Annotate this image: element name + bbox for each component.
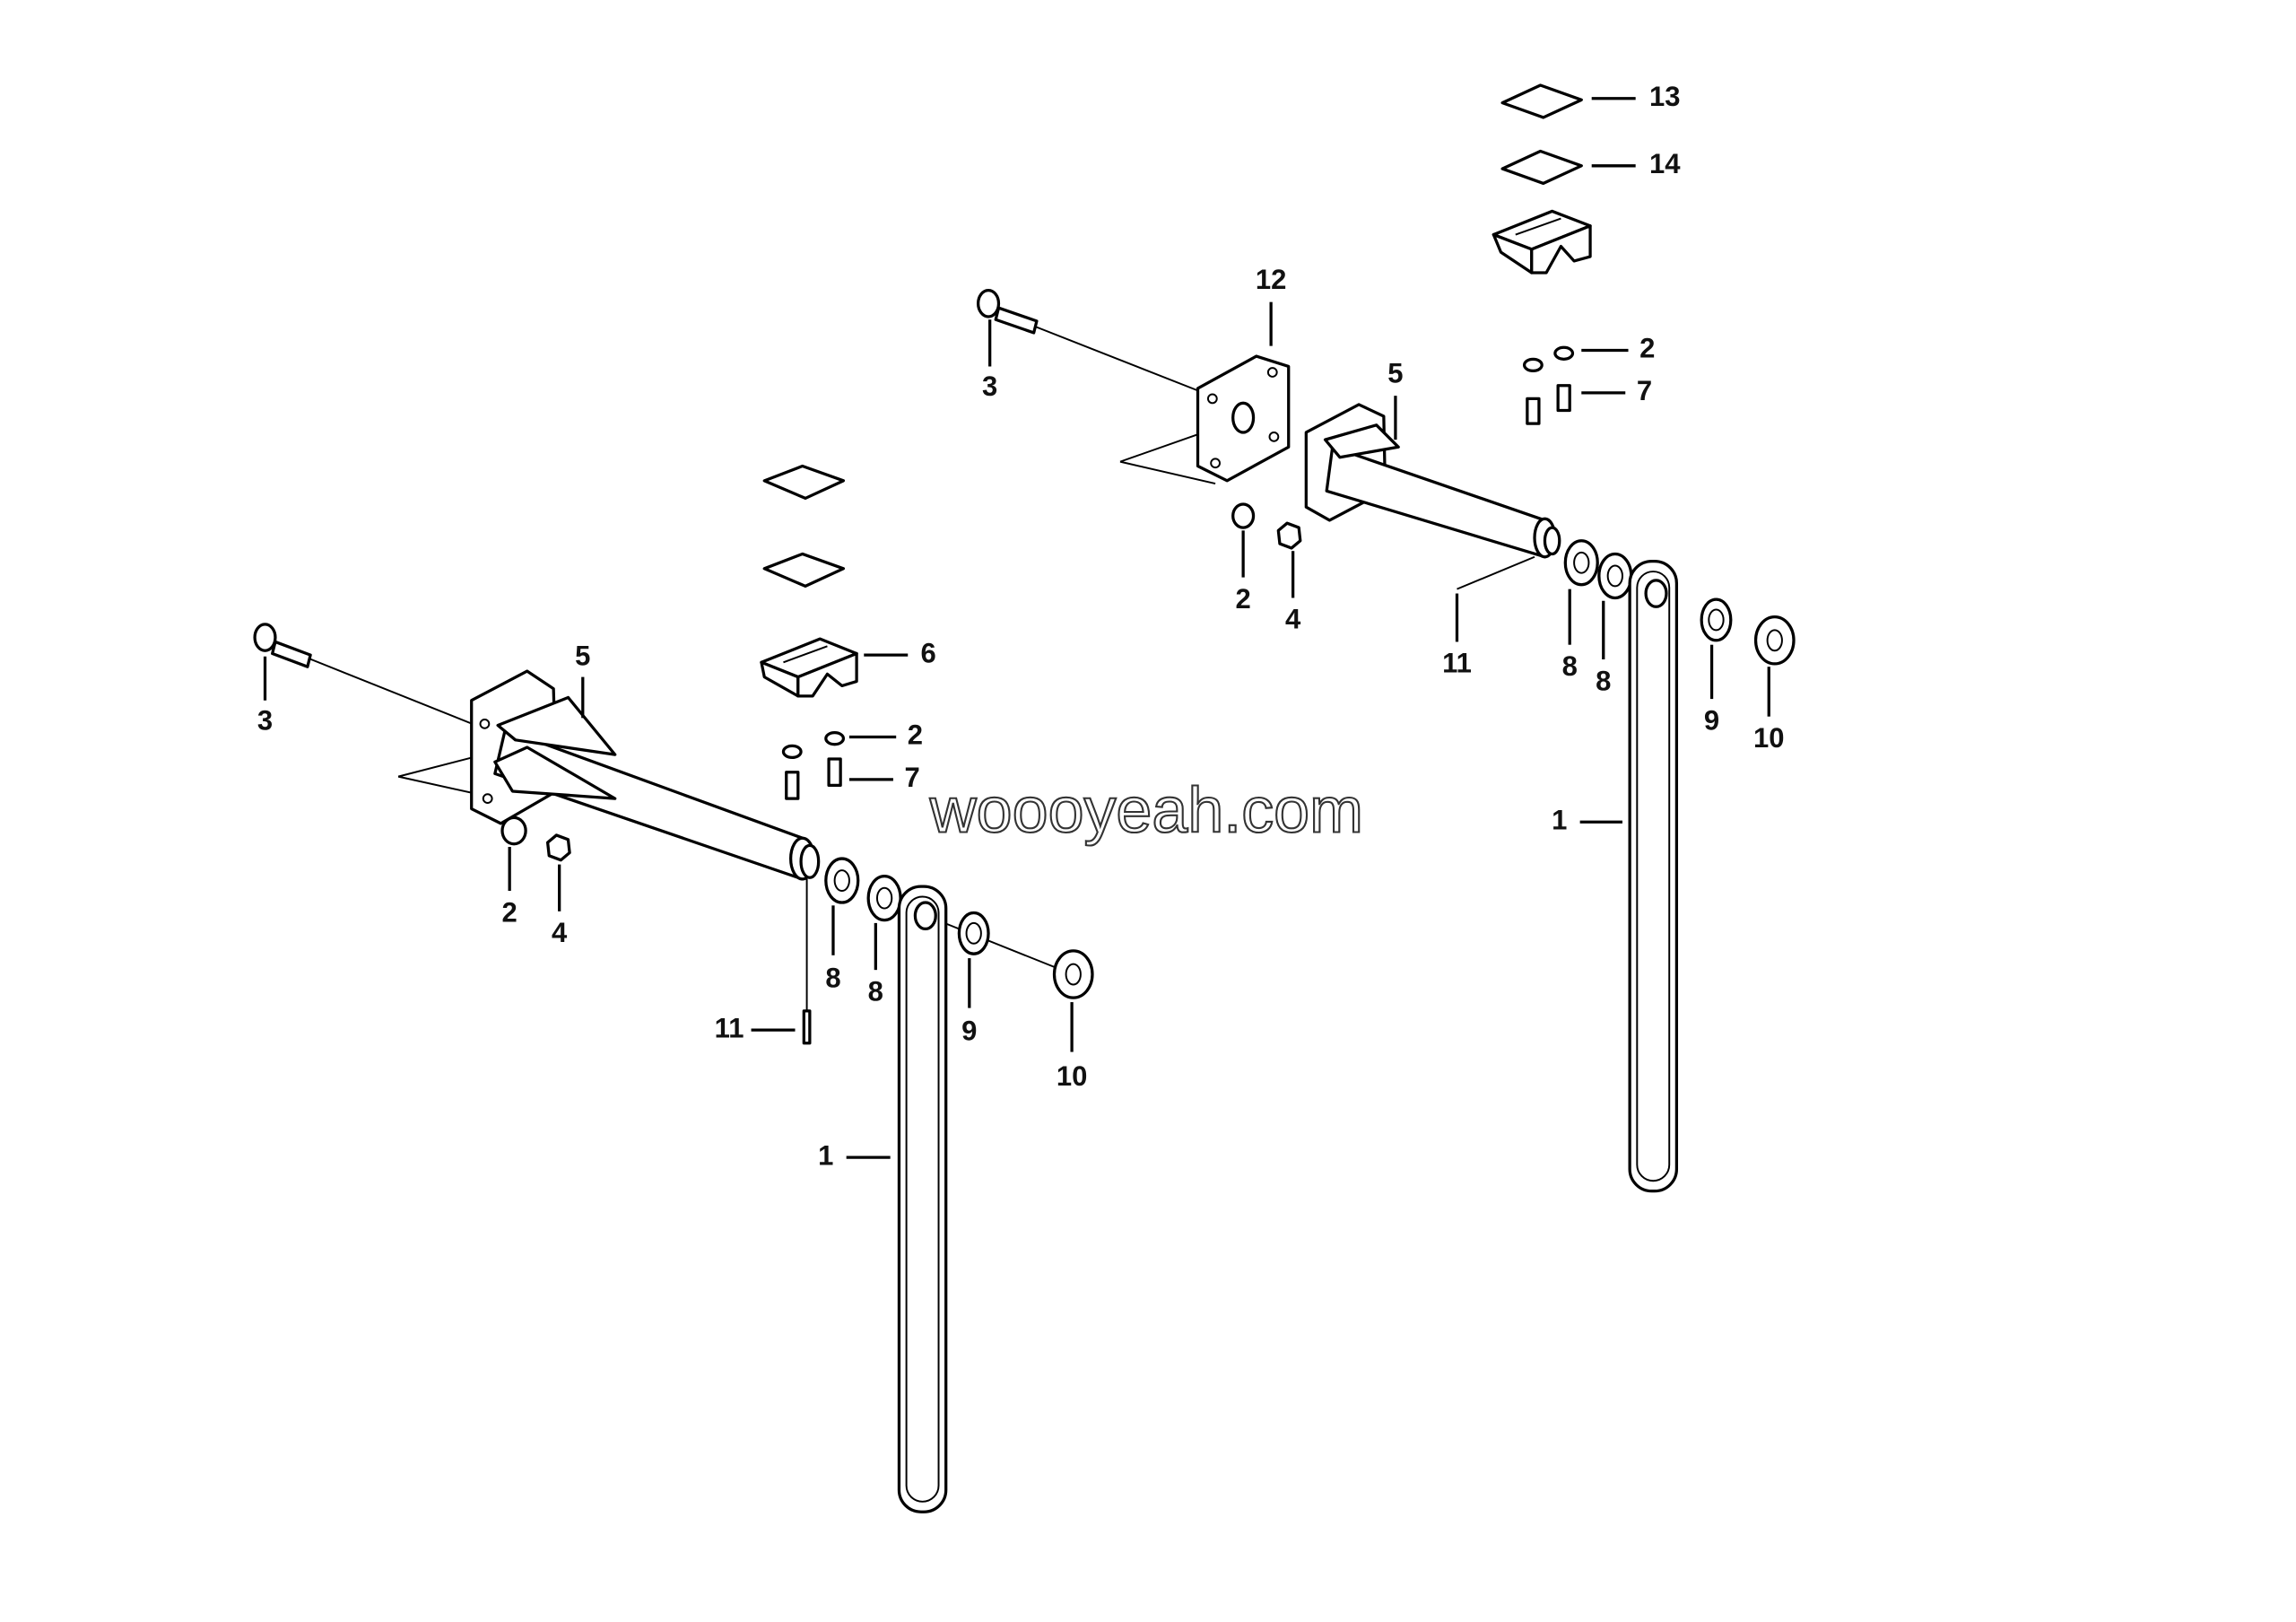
callout-11: 11 [715,1012,744,1043]
callout-8: 8 [1596,665,1611,696]
washer-part-8 [866,875,902,922]
washer-part-9 [1700,597,1733,642]
shim-plate [762,552,846,589]
callout-14: 14 [1649,148,1681,179]
right-assembly: 13 14 2 7 12 3 5 2 4 11 8 8 9 10 1 [976,81,1796,1193]
washer-part-8 [1597,552,1633,600]
washer-part-8 [824,857,860,904]
callout-7: 7 [905,762,920,793]
callout-2: 2 [502,896,517,928]
callout-7: 7 [1637,375,1652,406]
callout-2: 2 [908,719,923,751]
callout-4: 4 [552,917,568,948]
shim-part-13 [1500,83,1583,119]
callout-3: 3 [982,371,997,402]
nut-part-4 [545,833,571,862]
callout-2: 2 [1639,333,1655,364]
callout-1: 1 [1552,804,1567,835]
saddle [1492,209,1592,275]
callout-11: 11 [1442,648,1472,679]
callout-10: 10 [1753,722,1784,754]
washer-part-9 [957,911,990,955]
callout-4: 4 [1285,604,1301,635]
callout-6: 6 [920,637,935,668]
lever-bar-part-1 [897,885,948,1513]
callout-1: 1 [818,1139,833,1171]
callout-8: 8 [868,975,883,1007]
bracket-part-5 [470,669,821,881]
callout-12: 12 [1256,264,1287,295]
washer-part-2 [500,815,527,846]
lever-bar-part-1 [1628,560,1679,1193]
callout-5: 5 [1387,357,1403,388]
saddle-part-6 [760,637,858,698]
callout-2: 2 [1235,583,1250,615]
callout-8: 8 [825,963,840,994]
washer-part-8 [1563,539,1599,587]
callout-5: 5 [575,641,590,672]
bracket-part-5 [1304,403,1561,559]
watermark: woooyeah.com [929,775,1363,847]
plate-part-12 [1196,354,1291,483]
callout-13: 13 [1649,81,1681,112]
callout-10: 10 [1057,1060,1088,1092]
callout-9: 9 [961,1016,977,1047]
washer-part-10 [1753,615,1796,666]
shim-plate [762,464,846,501]
washer-part-10 [1052,949,1094,999]
shim-part-14 [1500,149,1583,186]
callout-9: 9 [1704,704,1719,736]
callout-3: 3 [257,704,273,736]
bolt-part-3 [253,623,312,668]
left-assembly: 3 5 6 2 7 2 4 8 8 9 10 11 1 [253,464,1094,1513]
bolt-part-3 [976,288,1039,335]
callout-8: 8 [1562,650,1578,682]
